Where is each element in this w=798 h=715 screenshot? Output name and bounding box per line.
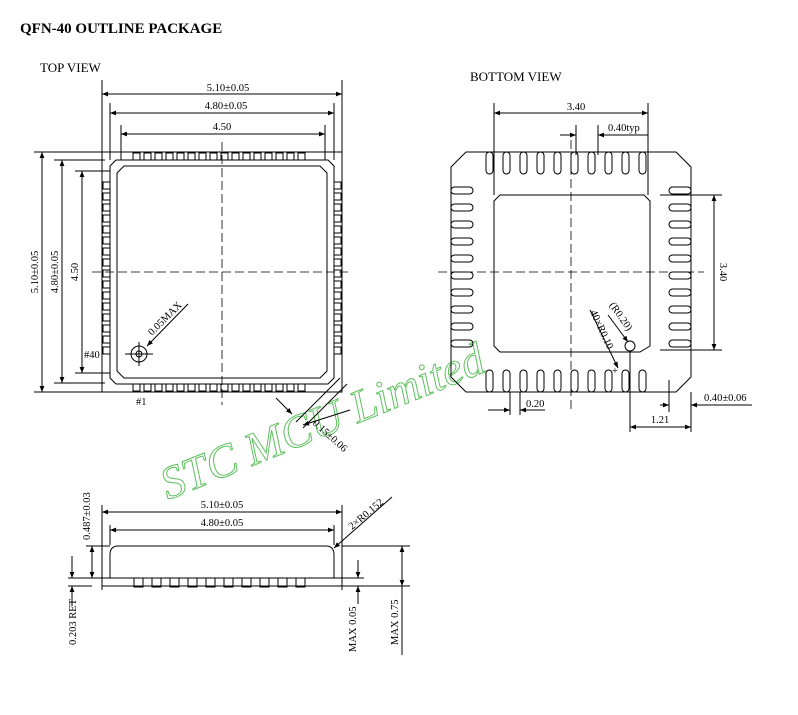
dim-label-040typ: 0.40typ — [608, 123, 640, 134]
bottom-view-label: BOTTOM VIEW — [470, 69, 562, 84]
dim-label-480-v: 4.80±0.05 — [50, 251, 61, 294]
pin40-label: #40 — [84, 350, 100, 361]
side-dim-label-0487: 0.487±0.03 — [82, 492, 93, 540]
bottom-pins-right — [668, 186, 692, 348]
dim-label-040: 0.40±0.06 — [704, 393, 747, 404]
dim-label-40r010: 40×R0.10 — [587, 309, 615, 352]
pin1-label: #1 — [136, 397, 147, 408]
corner-radius-icon — [624, 340, 636, 352]
side-view: 5.10±0.05 4.80±0.05 0.487±0.03 0.203 RET… — [68, 492, 410, 655]
watermark: STC MCU Limited — [152, 332, 493, 510]
dim-label-450-v: 4.50 — [70, 263, 81, 281]
pin1-marker-icon — [125, 342, 153, 366]
page-title: QFN-40 OUTLINE PACKAGE — [20, 21, 222, 37]
dim-label-020: 0.20 — [526, 399, 544, 410]
dim-label-510: 5.10±0.05 — [207, 83, 250, 94]
side-dim-label-510: 5.10±0.05 — [201, 500, 244, 511]
top-view-label: TOP VIEW — [40, 60, 102, 75]
dim-label-r020: (R0.20) — [607, 300, 635, 333]
side-dim-label-max005: MAX 0.05 — [348, 606, 359, 652]
dim-label-340-v: 3.40 — [717, 263, 728, 281]
plus-marker: + — [612, 366, 618, 377]
bottom-pins-left — [450, 186, 474, 348]
leader-005max — [146, 303, 189, 347]
side-dim-label-480: 4.80±0.05 — [201, 518, 244, 529]
top-pins-left — [102, 181, 111, 355]
package-body — [116, 165, 328, 379]
bottom-view: BOTTOM VIEW 3.40 0.40typ — [438, 69, 752, 432]
bottom-outline — [450, 151, 692, 393]
dim-label-340: 3.40 — [567, 102, 585, 113]
top-pins-bottom — [132, 383, 306, 392]
top-pins-top — [132, 152, 306, 161]
bottom-pins-bottom — [485, 369, 647, 393]
side-body — [109, 545, 335, 579]
dim-label-510-v: 5.10±0.05 — [30, 251, 41, 294]
dim-label-005max: 0.05MAX — [146, 300, 184, 338]
dim-label-121: 1.21 — [651, 415, 669, 426]
dim-label-480: 4.80±0.05 — [205, 101, 248, 112]
top-view: TOP VIEW 5.10±0.05 4.80±0.05 4.50 5.10±0… — [30, 60, 352, 455]
side-dim-label-max075: MAX 0.75 — [390, 599, 401, 645]
side-dim-label-0203: 0.203 RET — [68, 598, 79, 645]
bottom-pins-top — [485, 151, 647, 175]
side-dim-label-r0152: 2×R0.152 — [347, 497, 386, 532]
dim-label-450: 4.50 — [213, 122, 231, 133]
exposed-pad — [493, 194, 651, 353]
watermark-text: STC MCU Limited — [153, 332, 493, 509]
top-pins-right — [333, 181, 342, 355]
side-pins — [133, 577, 306, 588]
